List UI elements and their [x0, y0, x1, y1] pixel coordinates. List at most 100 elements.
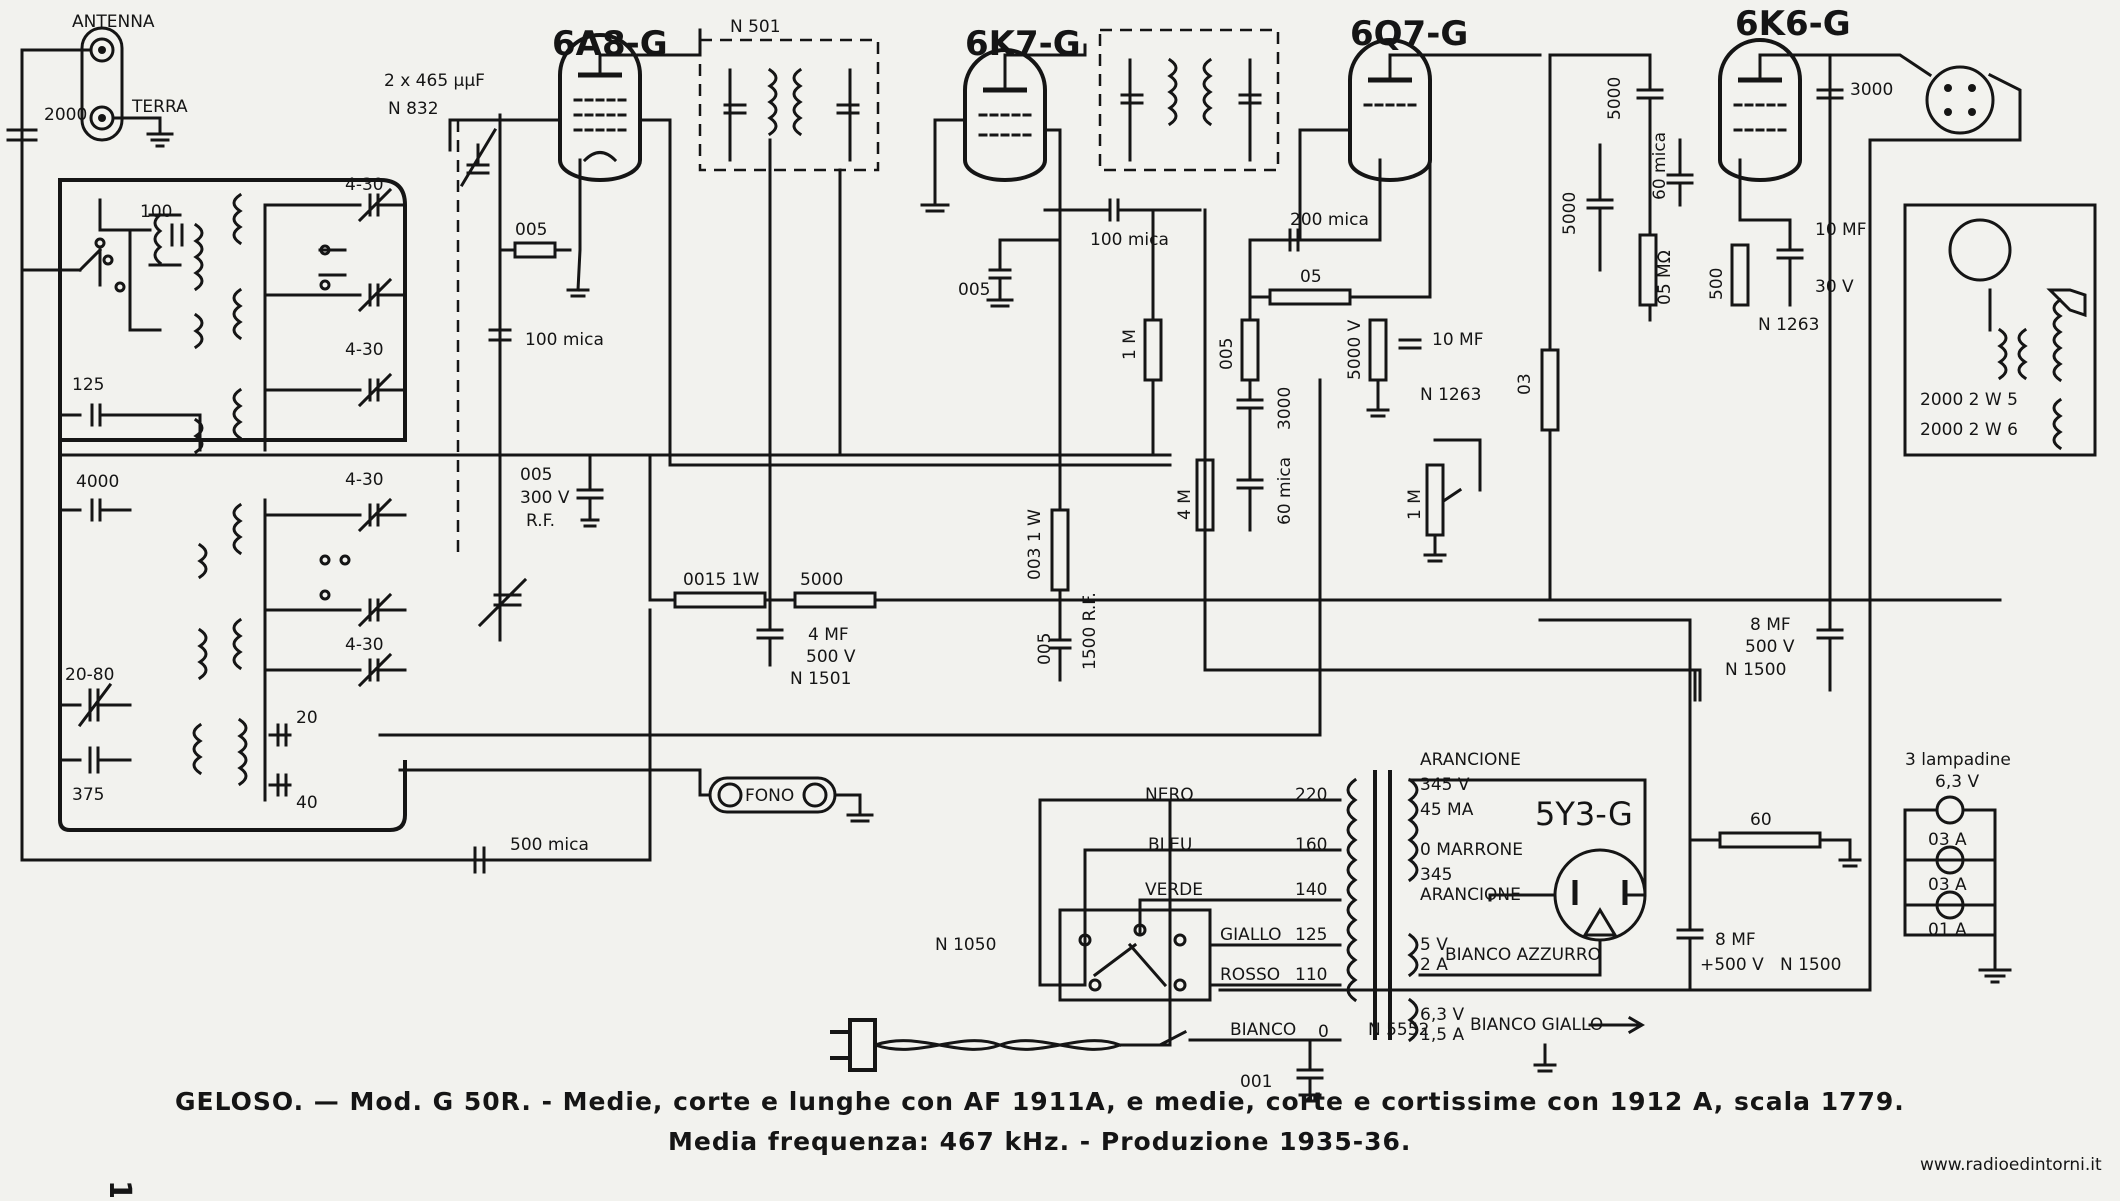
trimmer-4-30-label-3: 4-30	[345, 470, 384, 490]
output-socket	[1925, 65, 1995, 135]
if-transformer-2	[1098, 28, 1280, 172]
rosso-label: ROSSO	[1220, 965, 1280, 985]
speaker-plug-icon	[1948, 218, 2012, 282]
biancogiallo-label: BIANCO GIALLO	[1470, 1015, 1603, 1035]
r0015-label: 0015 1W	[683, 570, 759, 590]
tube-6q7g-label: 6Q7-G	[1350, 14, 1468, 54]
v5-label: 5 V	[1420, 935, 1448, 955]
c8mf2-label: 8 MF	[1715, 930, 1756, 950]
speaker-box	[1903, 203, 2097, 457]
resistor-5000	[793, 591, 877, 609]
arancione2-label: ARANCIONE	[1420, 885, 1521, 905]
if-transformer-n501	[698, 38, 880, 172]
terra-label: TERRA	[131, 97, 188, 117]
r005-label: 005	[515, 220, 547, 240]
nero-label: NERO	[1145, 785, 1194, 805]
power-transformer	[1346, 770, 1419, 1043]
c3000b-label: 3000	[1850, 80, 1893, 100]
if1-coils	[723, 67, 860, 162]
n1500-label: N 1500	[1725, 660, 1786, 680]
c125-label: 125	[72, 375, 104, 395]
lamp-icon-1	[1935, 795, 1965, 825]
resistor-03	[1540, 348, 1560, 432]
c2x465-label: 2 x 465 µµF	[384, 71, 485, 91]
resistor-5000v	[1368, 318, 1388, 382]
c30v-label: 30 V	[1815, 277, 1854, 297]
coil-bank-1	[153, 192, 248, 787]
a15-label: 1,5 A	[1420, 1025, 1464, 1045]
lampv-label: 6,3 V	[1935, 772, 1979, 792]
c5000b-label: 5000	[1560, 192, 1580, 235]
n1050-label: N 1050	[935, 935, 996, 955]
c100mica-label: 100 mica	[525, 330, 604, 350]
lamp-a1-label: 03 A	[1928, 830, 1967, 850]
v345b-label: 345	[1420, 865, 1452, 885]
caption-line-1: GELOSO. — Mod. G 50R. - Medie, corte e l…	[175, 1087, 1905, 1116]
ma45-label: 45 MA	[1420, 800, 1474, 820]
r05ma-label: 05 MΩ	[1655, 250, 1675, 305]
r5000-label: 5000	[800, 570, 843, 590]
c005rf-label: 005	[520, 465, 552, 485]
c500v2-label: 500 V	[1745, 637, 1795, 657]
c20-label: 20	[296, 708, 318, 728]
capacitor-2000	[6, 128, 38, 142]
r1m2-label: 1 M	[1405, 489, 1425, 520]
resistor-0015-1w	[673, 591, 767, 609]
verde-label: VERDE	[1145, 880, 1203, 900]
lamp-a3-label: 01 A	[1928, 920, 1967, 940]
n1501-label: N 1501	[790, 669, 851, 689]
c005-label: 005	[958, 280, 990, 300]
r4m-label: 4 M	[1175, 489, 1195, 520]
v220-label: 220	[1295, 785, 1327, 805]
c500mica-label: 500 mica	[510, 835, 589, 855]
marrone-label: 0 MARRONE	[1420, 840, 1523, 860]
r60-label: 60	[1750, 810, 1772, 830]
ws1-label: 2000 2 W 5	[1920, 390, 2018, 410]
trimmer-4-30-label-2: 4-30	[345, 340, 384, 360]
c1500rf-label: 1500 R.F.	[1080, 592, 1100, 670]
n5552-label: N 5552	[1368, 1020, 1429, 1040]
c10mf-label: 10 MF	[1432, 330, 1483, 350]
ws2-label: 2000 2 W 6	[1920, 420, 2018, 440]
c4mf-label: 4 MF	[808, 625, 849, 645]
tube-6k7g-label: 6K7-G	[965, 24, 1081, 64]
resistor-05	[1268, 288, 1352, 306]
tube-6k6g-label: 6K6-G	[1735, 4, 1851, 44]
mains-plug-icon	[830, 1018, 877, 1072]
c60mica-label: 60 mica	[1275, 457, 1295, 525]
antenna-label: ANTENNA	[72, 12, 155, 32]
n1263b-label: N 1263	[1758, 315, 1819, 335]
c20-80-label: 20-80	[65, 665, 114, 685]
c40-label: 40	[296, 793, 318, 813]
n501-label: N 501	[730, 17, 781, 37]
v345-label: 345 V	[1420, 775, 1470, 795]
v125-label: 125	[1295, 925, 1327, 945]
resistor-1m	[1143, 318, 1163, 382]
tube-6a8g	[558, 33, 642, 182]
c300v-label: 300 V	[520, 488, 570, 508]
bianco-label: BIANCO	[1230, 1020, 1296, 1040]
lamp-a2-label: 03 A	[1928, 875, 1967, 895]
tube-5y3g-label: 5Y3-G	[1535, 795, 1633, 833]
r500-label: 500	[1707, 268, 1727, 300]
trimmer-4-30-label-1: 4-30	[345, 175, 384, 195]
v160-label: 160	[1295, 835, 1327, 855]
resistor-005	[513, 241, 557, 259]
r005b-label: 005	[1217, 338, 1237, 370]
c100mica2-label: 100 mica	[1090, 230, 1169, 250]
page-number: 13	[102, 1180, 137, 1197]
r5000v-label: 5000 V	[1345, 319, 1365, 380]
biancoazzurro-label: BIANCO AZZURRO	[1445, 945, 1601, 965]
voltage-selector	[1058, 908, 1212, 1002]
crf-label: R.F.	[526, 511, 555, 531]
arancione-label: ARANCIONE	[1420, 750, 1521, 770]
speaker-icon	[2046, 288, 2087, 318]
c500v-label: 500 V	[806, 647, 856, 667]
volume-pot-1m	[1425, 463, 1445, 537]
r03-label: 03	[1515, 373, 1535, 395]
c10mf2-label: 10 MF	[1815, 220, 1866, 240]
resistor-05ma	[1638, 233, 1658, 307]
n1500b-label: N 1500	[1780, 955, 1841, 975]
